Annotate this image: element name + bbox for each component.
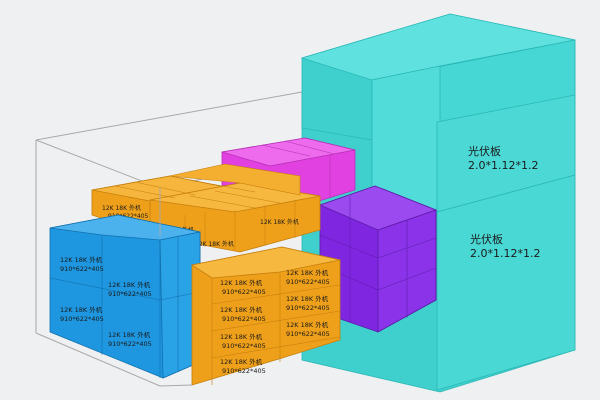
outdoor-unit-size-front-3: 910*622*405	[222, 315, 266, 323]
outdoor-unit-label-front-6: 12K 18K 外机	[286, 320, 329, 329]
solar-panel-stack: 光伏板 2.0*1.12*1.2 光伏板 2.0*1.12*1.2	[300, 13, 576, 393]
outdoor-unit-label-blue-3: 12K 18K 外机	[60, 305, 103, 314]
outdoor-unit-size-front-1: 910*622*405	[222, 288, 266, 296]
container-wireframe-front	[159, 188, 193, 387]
outdoor-unit-label-blue-1: 12K 18K 外机	[60, 255, 103, 264]
outdoor-unit-size-front-5: 910*622*405	[222, 342, 266, 350]
outdoor-unit-label-front-7: 12K 18K 外机	[220, 357, 263, 366]
outdoor-unit-label-blue-2: 12K 18K 外机	[108, 280, 151, 289]
outdoor-unit-size-blue-3: 910*622*405	[60, 315, 104, 323]
solar-panel-bottom-size: 2.0*1.12*1.2	[470, 247, 540, 260]
outdoor-unit-label-front-5: 12K 18K 外机	[220, 332, 263, 341]
outdoor-unit-size-blue-1: 910*622*405	[60, 265, 104, 273]
outdoor-unit-label-orange-top-1: 12K 18K 外机	[102, 204, 141, 212]
solar-panel-unit-bottom-front	[436, 174, 576, 391]
outdoor-unit-size-front-4: 910*622*405	[286, 304, 330, 312]
solar-panel-top-size: 2.0*1.12*1.2	[468, 159, 538, 172]
outdoor-unit-size-front-6: 910*622*405	[286, 330, 330, 338]
outdoor-unit-size-front-7: 910*622*405	[222, 367, 266, 375]
outdoor-unit-size-blue-4: 910*622*405	[108, 340, 152, 348]
solar-panel-top-name: 光伏板	[468, 144, 501, 158]
outdoor-unit-label-orange-top-4: 12K 18K 外机	[260, 218, 299, 226]
outdoor-unit-label-blue-4: 12K 18K 外机	[108, 330, 151, 339]
purple-cargo-stack	[318, 185, 438, 333]
outdoor-unit-label-front-2: 12K 18K 外机	[286, 268, 329, 277]
outdoor-unit-size-orange-top-1: 910*622*405	[108, 213, 149, 220]
outdoor-unit-size-front-2: 910*622*405	[286, 278, 330, 286]
outdoor-unit-label-front-1: 12K 18K 外机	[220, 278, 263, 287]
orange-outdoor-unit-front-stack: 12K 18K 外机 910*622*405 12K 18K 外机 910*62…	[190, 246, 341, 386]
outdoor-unit-label-front-4: 12K 18K 外机	[286, 294, 329, 303]
outdoor-unit-size-blue-2: 910*622*405	[108, 290, 152, 298]
solar-panel-bottom-name: 光伏板	[470, 232, 503, 246]
outdoor-unit-label-front-3: 12K 18K 外机	[220, 305, 263, 314]
outdoor-unit-label-orange-top-3: 12K 18K 外机	[195, 240, 234, 248]
